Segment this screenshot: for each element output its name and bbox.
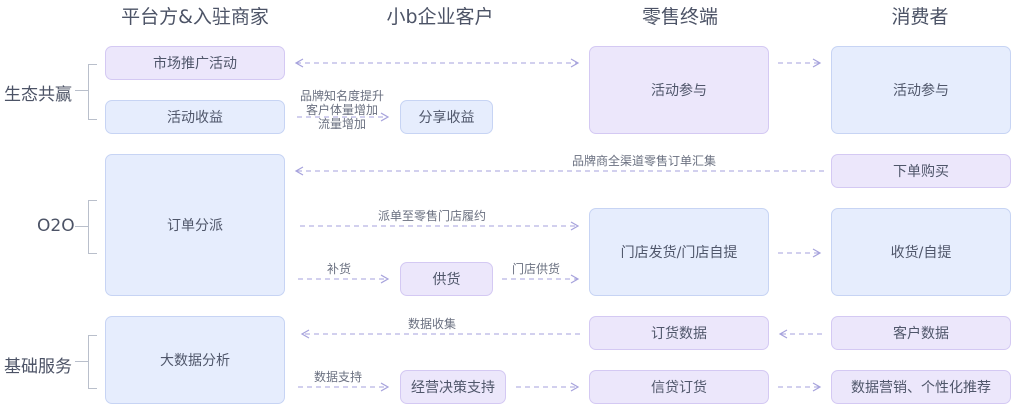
box-share-revenue: 分享收益 (400, 100, 493, 134)
box-activity-revenue: 活动收益 (105, 100, 285, 134)
bracket-tick-infra (75, 361, 89, 362)
box-consumer-participate: 活动参与 (831, 46, 1011, 134)
box-supply: 供货 (400, 262, 493, 296)
box-receive: 收货/自提 (831, 208, 1011, 296)
header-consumer: 消费者 (891, 6, 949, 28)
bracket-infra (88, 335, 97, 389)
box-order-data: 订货数据 (589, 316, 769, 350)
box-credit-order: 信贷订货 (589, 370, 769, 404)
label-customer-growth: 客户体量增加 (305, 103, 378, 117)
box-place-order: 下单购买 (831, 154, 1011, 188)
box-customer-data: 客户数据 (831, 316, 1011, 350)
row-label-o2o: O2O (37, 216, 75, 236)
label-data-collect: 数据收集 (408, 317, 457, 331)
box-retail-participate: 活动参与 (589, 46, 769, 134)
header-enterprise: 小b企业客户 (386, 6, 494, 28)
label-store-supply: 门店供货 (512, 262, 561, 276)
row-label-infra: 基础服务 (4, 357, 72, 377)
box-store-ship: 门店发货/门店自提 (589, 208, 769, 296)
bracket-o2o (88, 200, 97, 254)
label-dispatch-fulfill: 派单至零售门店履约 (378, 209, 487, 223)
label-restock: 补货 (327, 262, 352, 276)
label-brand-awareness: 品牌知名度提升 (299, 89, 384, 103)
label-traffic-growth: 流量增加 (317, 117, 366, 131)
box-market-promo: 市场推广活动 (105, 46, 285, 80)
bracket-tick-o2o (75, 226, 89, 227)
box-order-dispatch: 订单分派 (105, 154, 285, 296)
bracket-tick-ecosystem (75, 90, 89, 91)
label-data-support: 数据支持 (314, 370, 363, 384)
header-retail: 零售终端 (641, 6, 718, 28)
box-decision-support: 经营决策支持 (400, 370, 506, 404)
row-label-ecosystem: 生态共赢 (4, 85, 72, 105)
bracket-ecosystem (88, 64, 97, 120)
box-big-data: 大数据分析 (105, 316, 285, 404)
box-data-marketing: 数据营销、个性化推荐 (831, 370, 1011, 404)
label-order-summary: 品牌商全渠道零售订单汇集 (572, 154, 717, 168)
header-platform: 平台方&入驻商家 (121, 6, 269, 28)
